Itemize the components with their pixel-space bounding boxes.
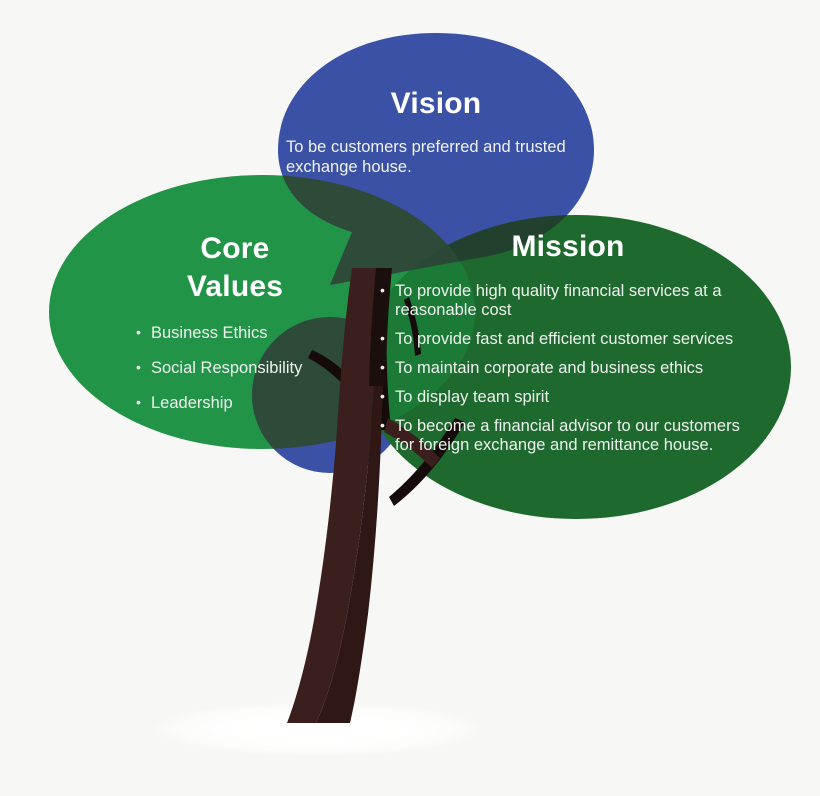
list-item[interactable]: Leadership xyxy=(134,393,340,413)
ground-shadow xyxy=(150,701,486,757)
mission-title: Mission xyxy=(511,230,625,263)
mission-list: To provide high quality financial servic… xyxy=(378,281,758,455)
core-values-group: Core Values Business Ethics Social Respo… xyxy=(130,230,340,429)
vision-body-text: To be customers preferred and trusted ex… xyxy=(286,138,566,176)
vision-title: Vision xyxy=(390,87,482,120)
list-item[interactable]: To become a financial advisor to our cus… xyxy=(378,416,758,455)
list-item[interactable]: To provide high quality financial servic… xyxy=(378,281,758,320)
vision-group: Vision To be customers preferred and tru… xyxy=(286,85,586,177)
core-values-title: Core Values xyxy=(186,232,284,303)
core-values-list: Business Ethics Social Responsibility Le… xyxy=(134,323,340,413)
list-item[interactable]: To maintain corporate and business ethic… xyxy=(378,358,758,378)
list-item[interactable]: Social Responsibility xyxy=(134,358,340,378)
list-item[interactable]: Business Ethics xyxy=(134,323,340,343)
mission-group: Mission To provide high quality financia… xyxy=(378,228,758,465)
list-item[interactable]: To display team spirit xyxy=(378,387,758,407)
list-item[interactable]: To provide fast and efficient customer s… xyxy=(378,329,758,349)
